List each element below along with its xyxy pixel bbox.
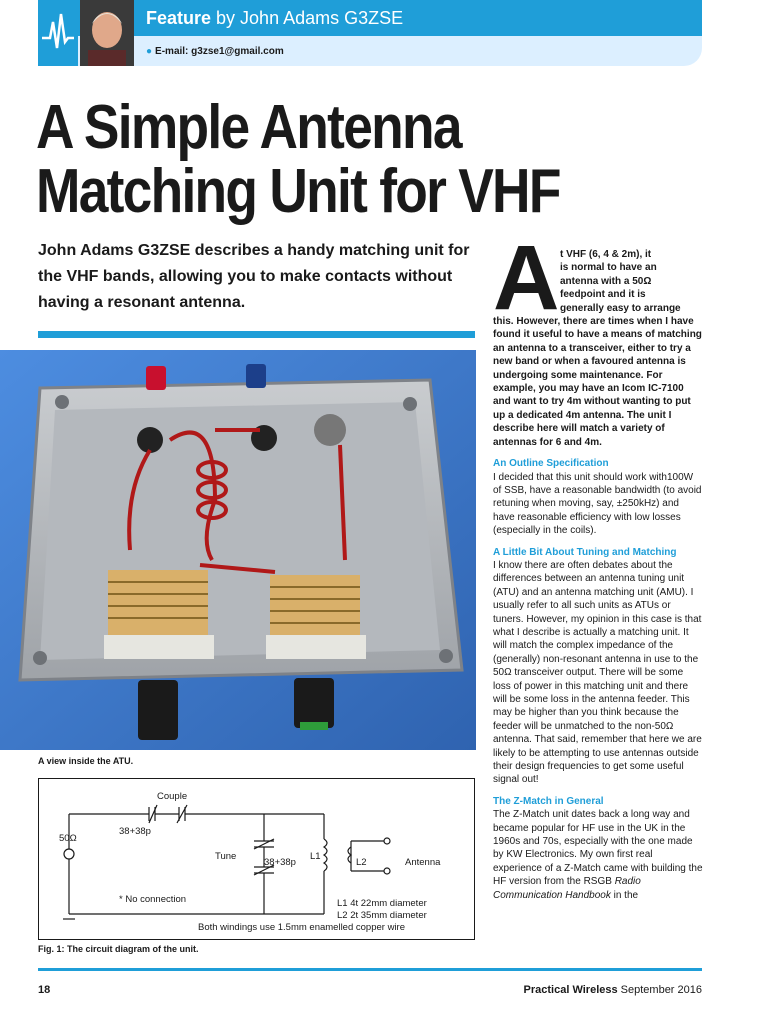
couple-cap-value: 38+38p — [119, 826, 151, 837]
intro-line-5: generally easy to arrange — [560, 302, 681, 314]
author-portrait — [80, 0, 134, 66]
header-feature-line: Feature by John Adams G3ZSE — [146, 8, 403, 29]
intro-line-4: feedpoint and it is — [560, 289, 646, 301]
standfirst-rule — [38, 331, 475, 338]
l1-spec: L1 4t 22mm diameter — [337, 898, 427, 909]
l2-label: L2 — [356, 857, 367, 868]
couple-label: Couple — [157, 791, 187, 802]
byline: by John Adams G3ZSE — [211, 8, 404, 28]
no-connection-note: * No connection — [119, 894, 186, 905]
pulse-logo-icon — [38, 0, 78, 66]
section-body-tuning: I know there are often debates about the… — [493, 559, 702, 786]
l1-label: L1 — [310, 851, 321, 862]
intro-line-2: is normal to have an — [560, 262, 657, 274]
atu-photo — [0, 350, 476, 750]
section-heading-zmatch: The Z-Match in General — [493, 795, 604, 807]
circuit-diagram: Couple 38+38p 50Ω Tune 38+38p L1 L2 Ante… — [38, 778, 475, 940]
magazine-name: Practical Wireless — [523, 984, 618, 996]
zmatch-body-end: in the — [610, 889, 639, 901]
issue-date: September 2016 — [617, 984, 702, 996]
figure-caption: Fig. 1: The circuit diagram of the unit. — [38, 944, 199, 954]
header-bar — [38, 0, 702, 36]
drop-cap: A — [493, 227, 560, 329]
article-title: A Simple Antenna Matching Unit for VHF — [36, 96, 621, 224]
header-subbar — [38, 36, 702, 66]
zmatch-body-text: The Z-Match unit dates back a long way a… — [493, 809, 703, 888]
intro-line-3: antenna with a 50Ω — [560, 275, 652, 287]
standfirst: John Adams G3ZSE describes a handy match… — [38, 242, 470, 311]
photo-caption: A view inside the ATU. — [38, 756, 134, 766]
title-line-2: Matching Unit for VHF — [36, 157, 561, 226]
intro-rest: this. However, there are times when I ha… — [493, 316, 702, 448]
magazine-issue: Practical Wireless September 2016 — [524, 984, 702, 996]
tune-label: Tune — [215, 851, 236, 862]
section-heading-tuning: A Little Bit About Tuning and Matching — [493, 546, 677, 558]
intro-line-1: t VHF (6, 4 & 2m), it — [560, 249, 652, 260]
intro-paragraph: t VHF (6, 4 & 2m), it is normal to have … — [493, 248, 703, 902]
author-email: ●E-mail: g3zse1@gmail.com — [146, 46, 284, 57]
email-text: E-mail: g3zse1@gmail.com — [155, 46, 284, 57]
antenna-label: Antenna — [405, 857, 441, 868]
section-label: Feature — [146, 8, 212, 28]
section-body-zmatch: The Z-Match unit dates back a long way a… — [493, 808, 703, 902]
section-heading-spec: An Outline Specification — [493, 458, 609, 470]
input-impedance-label: 50Ω — [59, 833, 77, 844]
footer-rule — [38, 968, 702, 971]
title-line-1: A Simple Antenna — [36, 93, 462, 162]
section-body-spec: I decided that this unit should work wit… — [493, 471, 702, 537]
handbook-title: Radio Communication Handbook — [493, 876, 641, 901]
winding-note: Both windings use 1.5mm enamelled copper… — [198, 922, 405, 933]
article-sections: An Outline Specification I decided that … — [493, 457, 703, 902]
l2-spec: L2 2t 35mm diameter — [337, 910, 427, 921]
tune-cap-value: 38+38p — [264, 857, 296, 868]
page-number: 18 — [38, 984, 51, 996]
